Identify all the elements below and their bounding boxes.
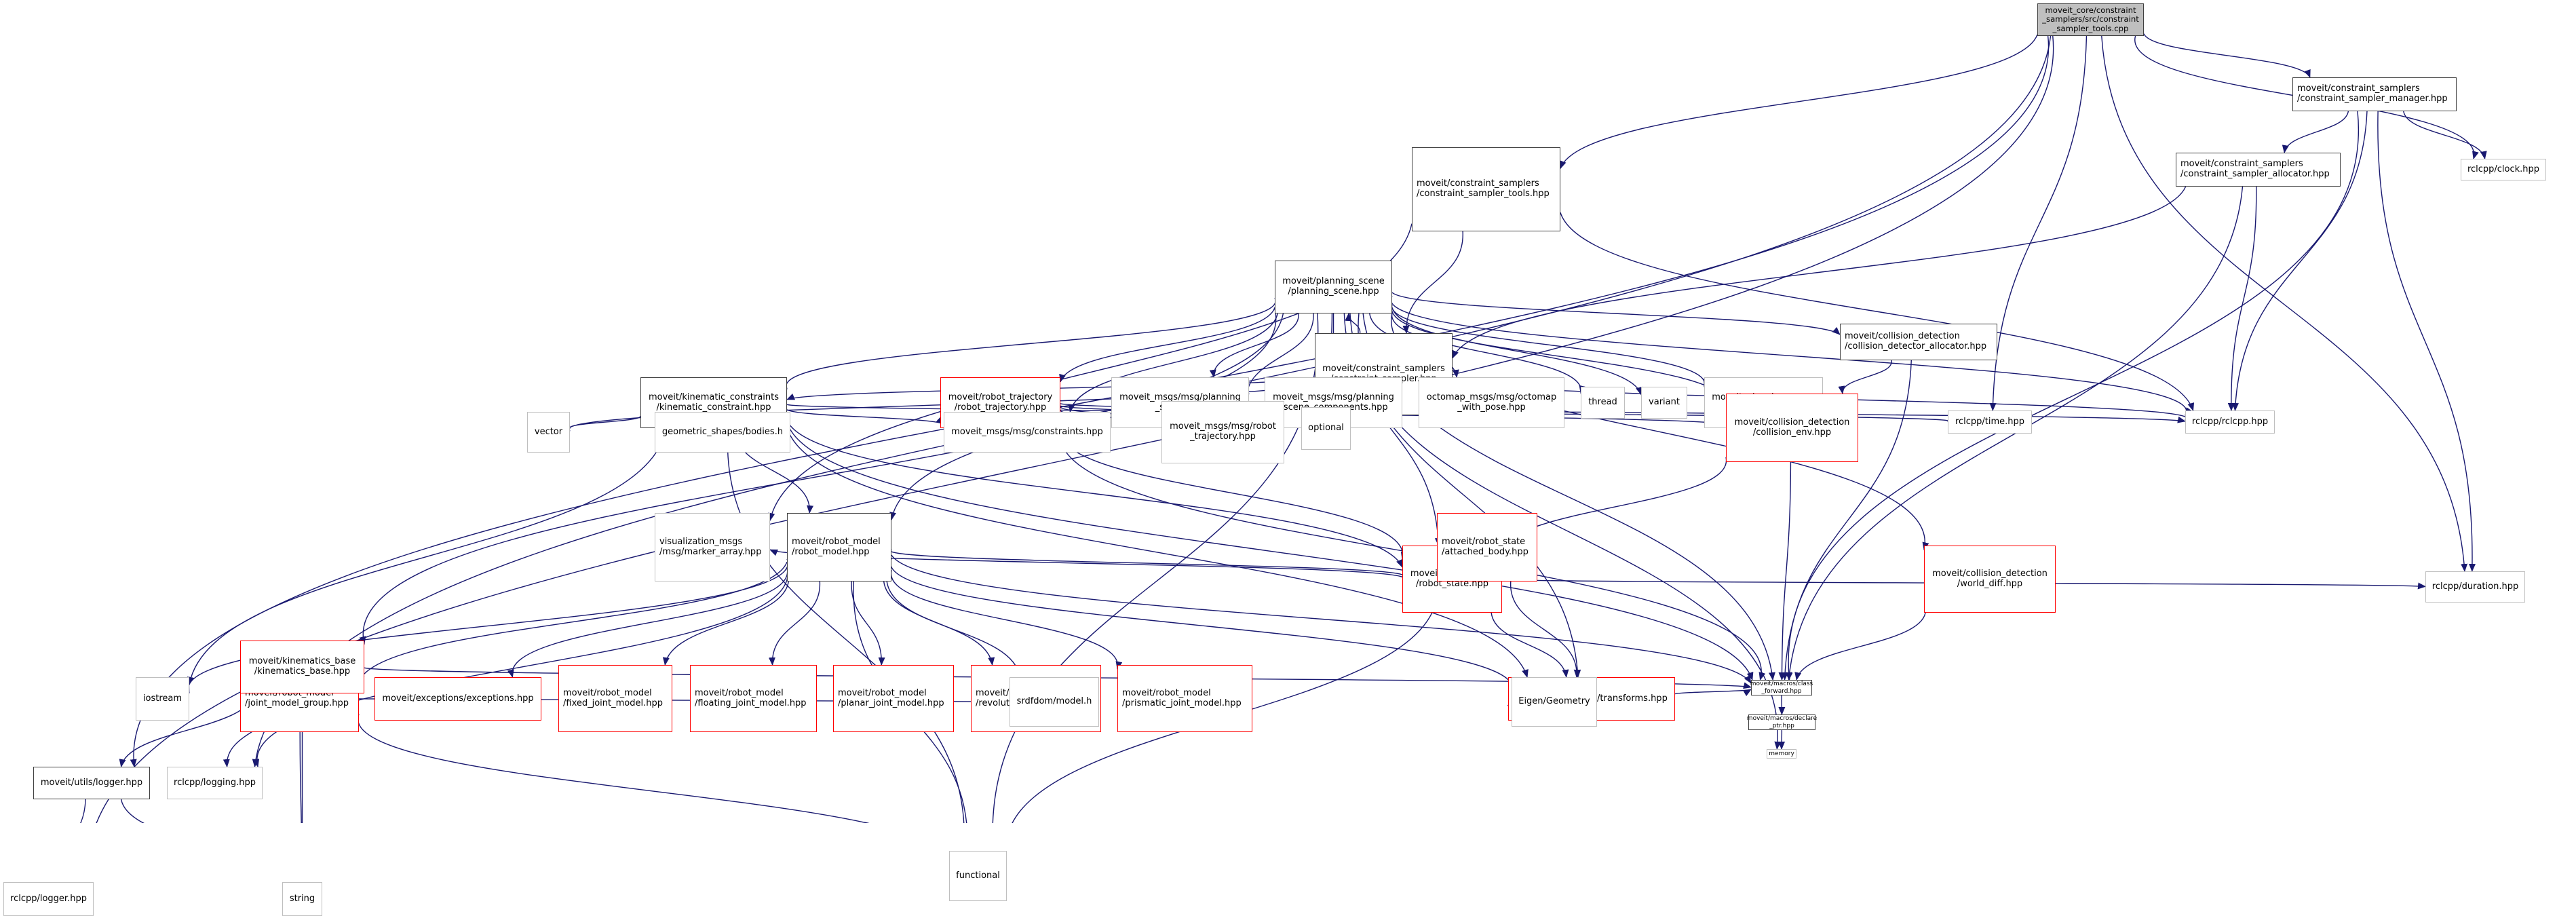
graph-node-rlogger[interactable]: rclcpp/logger.hpp [3,882,94,916]
edge-logger-to-string [121,799,282,823]
graph-node-csm[interactable]: moveit/constraint_samplers /constraint_s… [2292,77,2457,111]
edge-jmg-to-string [300,732,302,823]
graph-node-variant[interactable]: variant [1641,387,1687,419]
edge-ps-to-rt [1060,307,1275,382]
edge-tf-to-cf [1675,689,1751,694]
edge-rm-to-fljm [772,581,820,665]
edge-root-to-duration [2102,36,2465,571]
edge-root-to-csm [2144,34,2310,77]
graph-node-logging[interactable]: rclcpp/logging.hpp [167,767,263,799]
graph-node-srdf[interactable]: srdfdom/model.h [1010,677,1099,727]
graph-node-kb[interactable]: moveit/kinematics_base /kinematics_base.… [240,641,364,693]
graph-node-optional[interactable]: optional [1301,407,1351,450]
graph-node-cda[interactable]: moveit/collision_detection /collision_de… [1840,324,1997,360]
graph-node-csa[interactable]: moveit/constraint_samplers /constraint_s… [2176,153,2341,187]
graph-node-pjm[interactable]: moveit/robot_model /planar_joint_model.h… [833,665,954,732]
edge-csm-to-csa [2284,111,2348,153]
graph-node-time[interactable]: rclcpp/time.hpp [1948,411,2032,434]
graph-node-mrt[interactable]: moveit_msgs/msg/robot _trajectory.hpp [1161,401,1284,463]
edge-cst-to-rclcpp [1560,212,2193,411]
edge-wd-to-cf [1796,613,1925,680]
edge-logger-to-rlogger [55,799,85,823]
edge-rs-to-rm [891,550,1403,577]
graph-node-ab[interactable]: moveit/robot_state /attached_body.hpp [1437,513,1537,581]
edge-csm-to-duration [2378,111,2472,571]
graph-node-wd[interactable]: moveit/collision_detection /world_diff.h… [1924,546,2056,613]
edge-root-to-cst [1560,35,2037,168]
graph-node-exc[interactable]: moveit/exceptions/exceptions.hpp [374,677,541,721]
graph-node-duration[interactable]: rclcpp/duration.hpp [2425,571,2525,603]
graph-node-cf[interactable]: moveit/macros/class _forward.hpp [1751,680,1812,695]
graph-node-rm[interactable]: moveit/robot_model /robot_model.hpp [787,513,891,581]
graph-node-string[interactable]: string [282,882,322,916]
edge-ps-to-cda [1392,292,1840,335]
graph-node-thread[interactable]: thread [1581,387,1625,419]
graph-node-ps[interactable]: moveit/planning_scene /planning_scene.hp… [1275,261,1392,313]
graph-node-cst[interactable]: moveit/constraint_samplers /constraint_s… [1412,147,1560,231]
edge-kc-to-constraints [787,410,944,425]
graph-node-root[interactable]: moveit_core/constraint _samplers/src/con… [2037,3,2144,36]
edge-rm-to-srdf [887,581,1020,677]
graph-node-dp[interactable]: moveit/macros/declare _ptr.hpp [1748,714,1815,730]
edge-csa-to-cs [1453,187,2186,358]
graph-node-rclcpp[interactable]: rclcpp/rclcpp.hpp [2185,411,2275,434]
graph-node-iostream[interactable]: iostream [136,677,189,721]
graph-node-oct[interactable]: octomap_msgs/msg/octomap _with_pose.hpp [1419,377,1564,428]
graph-node-clock[interactable]: rclcpp/clock.hpp [2461,159,2546,180]
graph-node-logger[interactable]: moveit/utils/logger.hpp [33,767,150,799]
edge-root-to-time [1993,36,2086,411]
graph-node-marker[interactable]: visualization_msgs /msg/marker_array.hpp [655,513,770,581]
graph-node-fljm[interactable]: moveit/robot_model /floating_joint_model… [690,665,817,732]
edge-csm-to-clock [2404,111,2485,159]
edge-rs-to-tf [1491,613,1566,677]
graph-node-eigen[interactable]: Eigen/Geometry [1512,677,1597,727]
edge-ab-to-tf [1511,581,1577,677]
edge-cst-to-cs [1406,231,1463,333]
edge-rm-to-pjm [851,581,881,665]
edge-cda-to-ce [1843,360,1891,394]
edge-kc-to-vector [570,416,640,429]
graph-node-ce[interactable]: moveit/collision_detection /collision_en… [1726,394,1858,462]
graph-node-fjm[interactable]: moveit/robot_model /fixed_joint_model.hp… [558,665,672,732]
graph-node-memory[interactable]: memory [1767,749,1796,759]
graph-node-functional[interactable]: functional [949,851,1007,901]
graph-node-vector[interactable]: vector [527,412,570,453]
edge-rm-to-cf [891,555,1751,683]
graph-node-constraints[interactable]: moveit_msgs/msg/constraints.hpp [944,412,1111,453]
edge-csm-to-cf [1788,111,2358,680]
graph-node-bodies[interactable]: geometric_shapes/bodies.h [655,412,790,453]
graph-node-prjm[interactable]: moveit/robot_model /prismatic_joint_mode… [1117,665,1252,732]
